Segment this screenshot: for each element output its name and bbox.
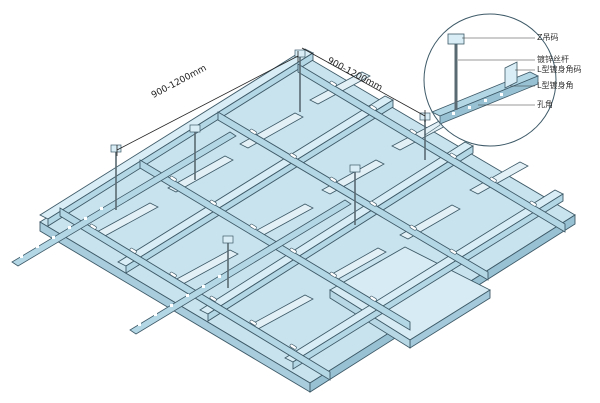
hanger-rail	[129, 199, 352, 335]
callout-z-hanger: Z吊码	[537, 33, 559, 42]
cross-beam	[217, 111, 489, 281]
cross-channel	[167, 155, 234, 193]
main-carrier-side	[292, 193, 564, 370]
z-hanger	[222, 235, 234, 244]
cross-channel	[309, 71, 371, 105]
callout-corner: 孔角	[537, 100, 553, 109]
detail-callout	[423, 13, 557, 147]
main-carriers	[39, 48, 564, 370]
callout-l-angle-bracket: L型镀身角码	[537, 65, 582, 74]
z-hanger	[294, 49, 306, 58]
z-hanger	[189, 124, 201, 133]
dimension-lines	[116, 47, 426, 156]
main-carrier-side	[47, 52, 314, 227]
dimension-line-a	[116, 55, 299, 151]
hanger-rail	[11, 131, 237, 267]
z-hanger	[349, 164, 361, 173]
callout-threaded-rod: 镀锌丝杆	[537, 55, 569, 64]
cross-channel	[469, 161, 529, 195]
z-hangers	[110, 49, 431, 244]
hanger-rails	[11, 131, 352, 335]
cross-beam	[297, 63, 566, 233]
dimension-line-b	[301, 47, 426, 117]
main-carrier-side	[125, 99, 394, 274]
z-hanger	[110, 144, 122, 153]
callout-l-angle: L型镀身角	[537, 81, 574, 90]
suspension-rods	[115, 55, 426, 288]
beam-slots	[89, 80, 537, 350]
main-carrier-side	[207, 145, 474, 322]
